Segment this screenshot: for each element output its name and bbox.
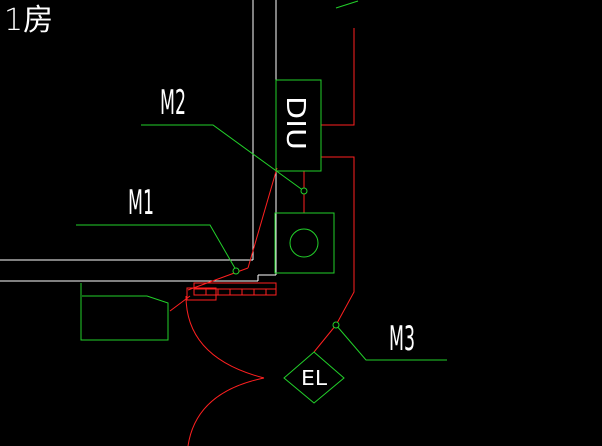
door-swing-lower [187,377,265,446]
walls [0,0,277,282]
leader-markers [232,187,340,329]
room-label-text: 1房 [4,3,53,38]
lamp-box[interactable] [274,212,335,274]
wire-m1-diagonal [247,167,278,269]
door-panel [186,282,277,301]
leader-m3 [335,324,447,361]
marker-m3-dot[interactable] [332,321,340,329]
label-m1: M1 [128,183,154,223]
label-el: EL [301,366,328,390]
leaders [76,0,447,361]
wire-diu-to-m3 [321,156,355,326]
door-swing-upper [185,295,265,379]
labels: M1 M2 M3 EL DIU [128,83,415,390]
marker-m2-dot[interactable] [300,187,308,195]
room-label-fragment: 1房 [4,3,53,38]
marker-m1-dot[interactable] [232,267,240,275]
leader-m1 [76,224,237,271]
wire-diu-to-top [321,28,355,126]
wires [169,28,355,353]
side-box[interactable] [80,283,169,341]
wire-m3-to-el [313,324,337,353]
leader-m2 [141,124,305,192]
el-diamond[interactable] [283,351,345,404]
label-diu: DIU [280,96,310,150]
equipment [80,79,345,404]
leader-top-fragment [335,0,359,9]
door-panel-inner [186,287,217,301]
diu-box[interactable] [275,79,322,172]
door-swings [185,295,265,446]
lamp-circle-icon [289,228,319,258]
label-m3: M3 [389,319,415,359]
label-m2: M2 [160,83,186,123]
